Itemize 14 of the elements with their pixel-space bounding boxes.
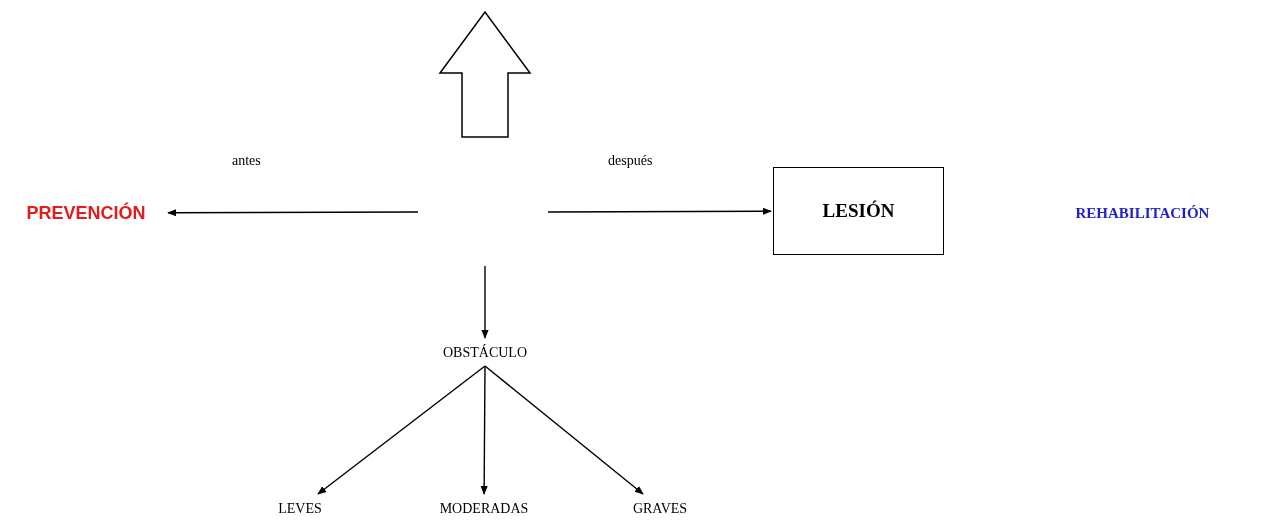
process-box (773, 167, 944, 255)
node-label: OBSTÁCULO (415, 340, 555, 364)
side-label: REHABILITACIÓN (1074, 203, 1211, 223)
box-title: LESIÓN (822, 198, 895, 223)
arrow (481, 265, 489, 339)
node-label: LEVES (255, 496, 345, 520)
arrow (317, 365, 486, 495)
node-label: GRAVES (612, 496, 708, 520)
node-label: MODERADAS (418, 496, 550, 520)
arrow (480, 365, 488, 495)
arrow (167, 209, 419, 217)
arrow (547, 207, 772, 215)
node-label: PREVENCIÓN (6, 200, 166, 226)
arrow (484, 365, 644, 495)
